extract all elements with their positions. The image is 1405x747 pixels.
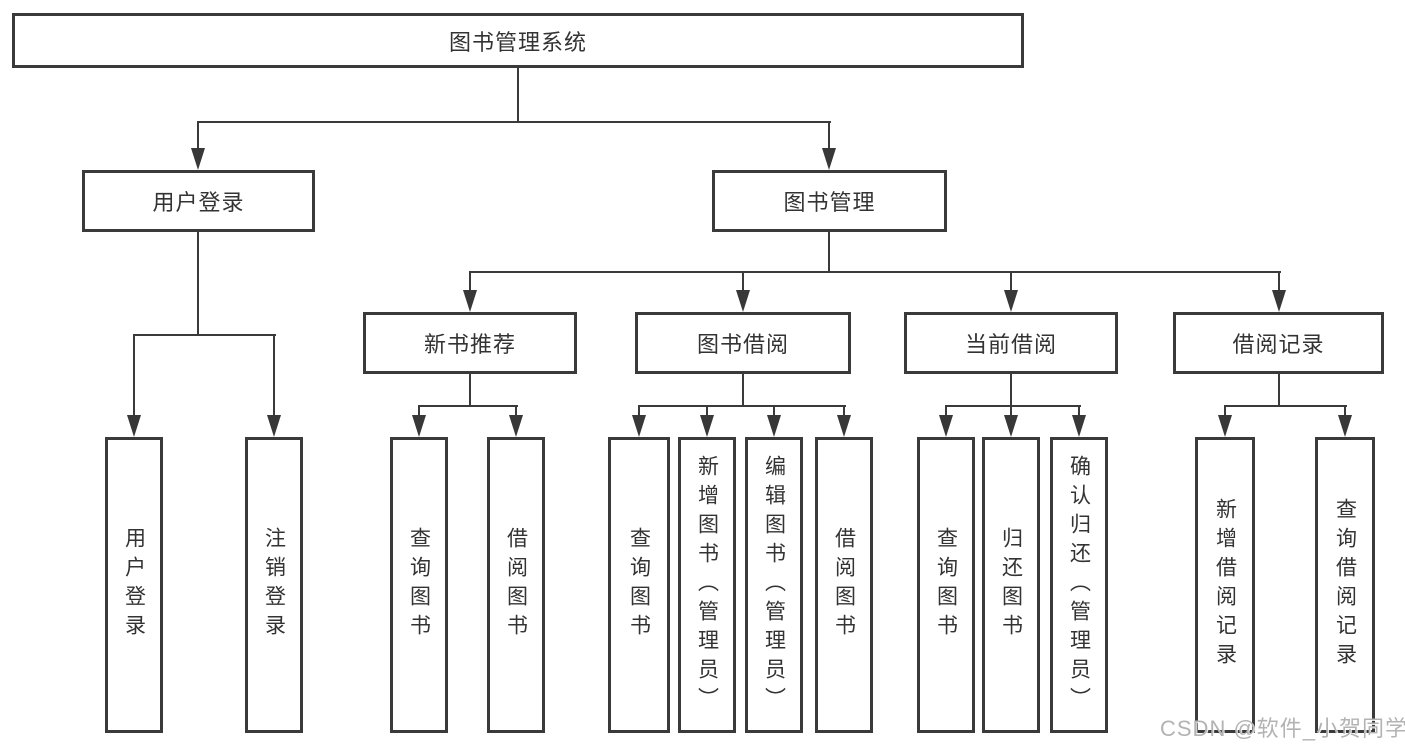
leaf-add-books-admin: 新增图书（管理员） [678,437,736,733]
arrow-down-icon [191,148,205,170]
connector-stem [197,121,199,150]
node-label: 查询图书 [407,527,431,643]
node-label: 新增借阅记录 [1213,498,1237,672]
arrow-down-icon [632,415,646,437]
arrow-down-icon [463,290,477,312]
node-label: 新增图书（管理员） [695,454,719,716]
node-label: 图书管理系统 [448,29,587,55]
connector-stem [773,405,775,417]
connector-stem [945,405,947,417]
node-label: 图书管理 [783,190,876,215]
node-label: 确认归还（管理员） [1067,454,1091,716]
connector-stem [469,271,471,292]
node-book-management-group: 图书管理 [712,170,947,232]
connector-branch [418,405,518,407]
node-new-book-recommend: 新书推荐 [363,312,577,374]
leaf-edit-books-admin: 编辑图书（管理员） [745,437,803,733]
connector-stem [1344,405,1346,417]
arrow-down-icon [412,415,426,437]
connector-stem [843,405,845,417]
arrow-down-icon [822,148,836,170]
connector-stem [469,374,471,407]
node-label: 图书借阅 [696,332,789,357]
leaf-add-borrow-record: 新增借阅记录 [1195,437,1255,733]
node-label: 借阅图书 [504,527,528,643]
arrow-down-icon [1338,415,1352,437]
connector-stem [133,334,135,417]
connector-root-stem [517,68,519,122]
connector-stem [1224,405,1226,417]
arrow-down-icon [509,415,523,437]
leaf-query-books-recommend: 查询图书 [390,437,448,733]
csdn-watermark: CSDN @软件_小贺同学 [1160,716,1405,741]
connector-branch [945,405,1081,407]
connector-stem [638,405,640,417]
connector-stem [197,232,199,336]
node-label: 借阅图书 [832,527,856,643]
connector-branch [1224,405,1347,407]
connector-stem [1010,374,1012,407]
node-label: 注销登录 [262,527,286,643]
node-label: 查询图书 [934,527,958,643]
connector-stem [1010,271,1012,292]
connector-branch [638,405,846,407]
connector-stem [706,405,708,417]
node-label: 当前借阅 [964,332,1057,357]
node-label: 用户登录 [152,190,245,215]
connector-stem [273,334,275,417]
arrow-down-icon [767,415,781,437]
connector-stem [828,121,830,150]
node-label: 查询借阅记录 [1333,498,1357,672]
node-book-borrowing: 图书借阅 [635,312,851,374]
connector-branch [133,334,276,336]
node-root-library-system: 图书管理系统 [12,13,1024,68]
connector-stem [418,405,420,417]
leaf-borrow-books-borrowing: 借阅图书 [815,437,873,733]
connector-stem [1010,405,1012,417]
arrow-down-icon [1004,415,1018,437]
arrow-down-icon [736,290,750,312]
arrow-down-icon [1272,290,1286,312]
leaf-confirm-return-admin: 确认归还（管理员） [1050,437,1108,733]
connector-stem [1078,405,1080,417]
arrow-down-icon [1004,290,1018,312]
arrow-down-icon [1072,415,1086,437]
leaf-borrow-books-recommend: 借阅图书 [487,437,545,733]
connector-branch [469,271,1281,273]
leaf-query-books-current: 查询图书 [917,437,975,733]
node-label: 查询图书 [627,527,651,643]
arrow-down-icon [267,415,281,437]
arrow-down-icon [127,415,141,437]
connector-stem [1278,374,1280,407]
connector-stem [515,405,517,417]
connector-stem [1278,271,1280,292]
leaf-return-books: 归还图书 [982,437,1040,733]
connector-root-branch [197,121,831,123]
arrow-down-icon [939,415,953,437]
leaf-query-books-borrowing: 查询图书 [608,437,670,733]
node-current-borrowing: 当前借阅 [904,312,1118,374]
node-borrowing-records: 借阅记录 [1173,312,1384,374]
node-label: 归还图书 [999,527,1023,643]
arrow-down-icon [700,415,714,437]
connector-stem [742,374,744,407]
leaf-logout: 注销登录 [245,437,303,733]
connector-stem [828,232,830,273]
leaf-user-login: 用户登录 [105,437,163,733]
node-label: 借阅记录 [1232,332,1325,357]
arrow-down-icon [837,415,851,437]
leaf-query-borrow-record: 查询借阅记录 [1315,437,1375,733]
node-label: 新书推荐 [423,332,516,357]
node-label: 编辑图书（管理员） [762,454,786,716]
node-user-login-group: 用户登录 [82,170,315,232]
arrow-down-icon [1218,415,1232,437]
connector-stem [742,271,744,292]
node-label: 用户登录 [122,527,146,643]
